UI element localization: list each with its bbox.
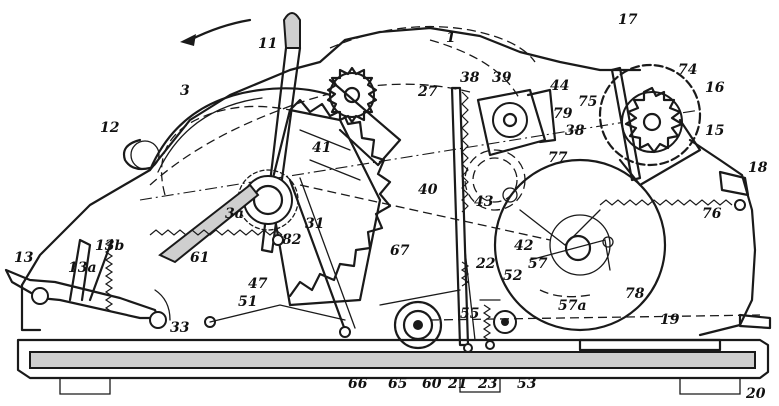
link-plate [158,183,260,264]
label-42: 42 [514,238,534,254]
label-77: 77 [548,150,568,166]
label-78: 78 [625,286,645,302]
roller-65 [379,289,461,350]
label-79: 79 [553,106,573,122]
label-3: 3 [180,83,190,99]
foot-20 [738,313,772,330]
label-60: 60 [422,376,442,392]
lever-11 [260,12,302,254]
rotation-arrowhead [180,34,196,46]
label-61: 61 [190,250,209,266]
label-19: 19 [660,312,680,328]
label-15: 15 [705,123,724,139]
link-31-parallel [299,177,356,329]
label-13a: 13a [68,260,97,276]
link-42 [519,209,601,246]
label-47: 47 [248,276,268,292]
small-parts-22-55 [460,249,517,353]
label-66: 66 [348,376,368,392]
disk-78 [493,158,667,332]
label-18: 18 [748,160,768,176]
hood-outline [139,25,701,201]
label-21: 21 [447,376,467,392]
label-55: 55 [460,306,479,322]
pivot-76 [734,199,746,211]
label-53: 53 [517,376,537,392]
label-13b: 13b [95,238,124,254]
sprocket-bracket [328,78,402,167]
label-39: 39 [492,70,512,86]
label-22: 22 [475,256,496,272]
label-43: 43 [474,194,494,210]
label-12: 12 [100,120,120,136]
label-16: 16 [705,80,725,96]
label-52: 52 [503,268,523,284]
rotation-arrow [188,18,252,42]
label-13: 13 [14,250,34,266]
label-40: 40 [418,182,438,198]
label-51: 51 [238,294,257,310]
label-67: 67 [390,243,410,259]
pivot-66 [339,326,351,338]
link-40-dashed [299,184,551,241]
label-57a: 57a [558,298,587,314]
label-11: 11 [258,36,277,52]
label-20: 20 [745,386,766,402]
label-38-top: 38 [460,70,480,86]
label-38-right: 38 [565,123,585,139]
spring-76 [599,199,733,206]
label-65: 65 [388,376,407,392]
housing-outline [20,26,757,337]
link-51-66 [209,304,346,323]
label-41: 41 [312,140,331,156]
link-31 [288,178,347,332]
sprocket-box-79 [476,88,557,157]
label-27: 27 [417,84,438,100]
label-17: 17 [618,12,638,28]
label-44: 44 [550,78,569,94]
label-75: 75 [578,94,597,110]
reference-labels: 1 3 3a 11 12 13 13a 13b 15 16 17 18 19 2… [14,12,768,402]
label-74: 74 [678,62,697,78]
guide-19 [429,314,761,321]
toothed-arc-3 [148,87,332,196]
gear-43 [464,149,526,211]
label-57: 57 [528,256,548,272]
base-plate [16,338,770,395]
label-31: 31 [305,216,324,232]
label-82: 82 [282,232,302,248]
label-3a: 3a [225,206,244,222]
knob-12 [122,138,160,171]
spring-61 [149,229,283,236]
key-lever-13 [4,238,171,329]
pivot-82 [272,234,284,246]
label-1: 1 [446,30,456,46]
sprocket-74-assembly [598,63,702,187]
label-76: 76 [702,206,722,222]
label-33: 33 [170,320,190,336]
label-23: 23 [477,376,498,392]
